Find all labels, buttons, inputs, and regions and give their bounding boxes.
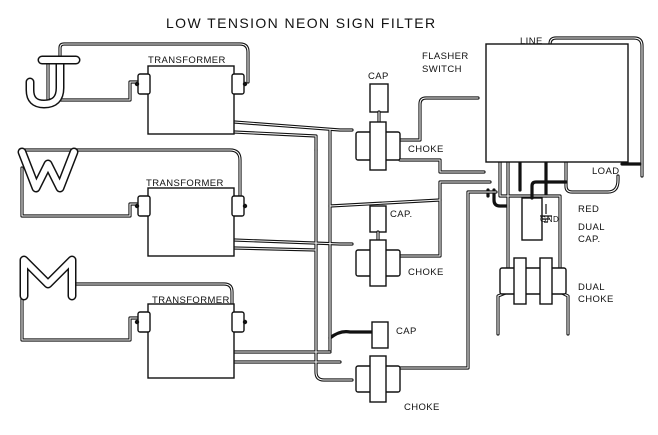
label-choke-3: CHOKE (404, 402, 440, 413)
label-flasher: FLASHER (422, 51, 469, 62)
choke-1 (355, 121, 401, 171)
label-cap-1: CAP (368, 71, 389, 82)
capacitor-2 (369, 205, 387, 246)
label-load: LOAD (592, 166, 619, 177)
capacitor-3 (371, 321, 389, 349)
label-dual-choke-1: DUAL (578, 282, 605, 293)
label-choke-1: CHOKE (408, 144, 444, 155)
label-cap-2: CAP. (390, 209, 413, 220)
label-transformer-2: TRANSFORMER (146, 178, 224, 189)
diagram-title: LOW TENSION NEON SIGN FILTER (166, 15, 437, 31)
choke-3 (355, 355, 401, 403)
label-dual-choke-2: CHOKE (578, 294, 614, 305)
transformer-2 (134, 187, 248, 257)
transformer-3 (134, 303, 248, 379)
dual-choke (499, 257, 567, 305)
label-dual-cap-1: DUAL (578, 222, 605, 233)
label-choke-2: CHOKE (408, 267, 444, 278)
choke-2 (355, 239, 401, 287)
label-transformer-3: TRANSFORMER (152, 295, 230, 306)
label-dual-cap-2: CAP. (578, 234, 601, 245)
label-line: LINE (520, 36, 543, 47)
neon-letter-w (17, 147, 79, 193)
neon-letter-m (19, 255, 77, 301)
label-gnd: GND (540, 215, 559, 224)
dual-capacitor (521, 180, 568, 241)
label-transformer-1: TRANSFORMER (148, 55, 226, 66)
label-cap-3: CAP (396, 326, 417, 337)
label-switch: SWITCH (422, 64, 462, 75)
neon-letter-j (25, 55, 81, 109)
flasher-switch (485, 43, 642, 166)
label-red: RED (578, 204, 599, 215)
transformer-1 (134, 65, 248, 135)
